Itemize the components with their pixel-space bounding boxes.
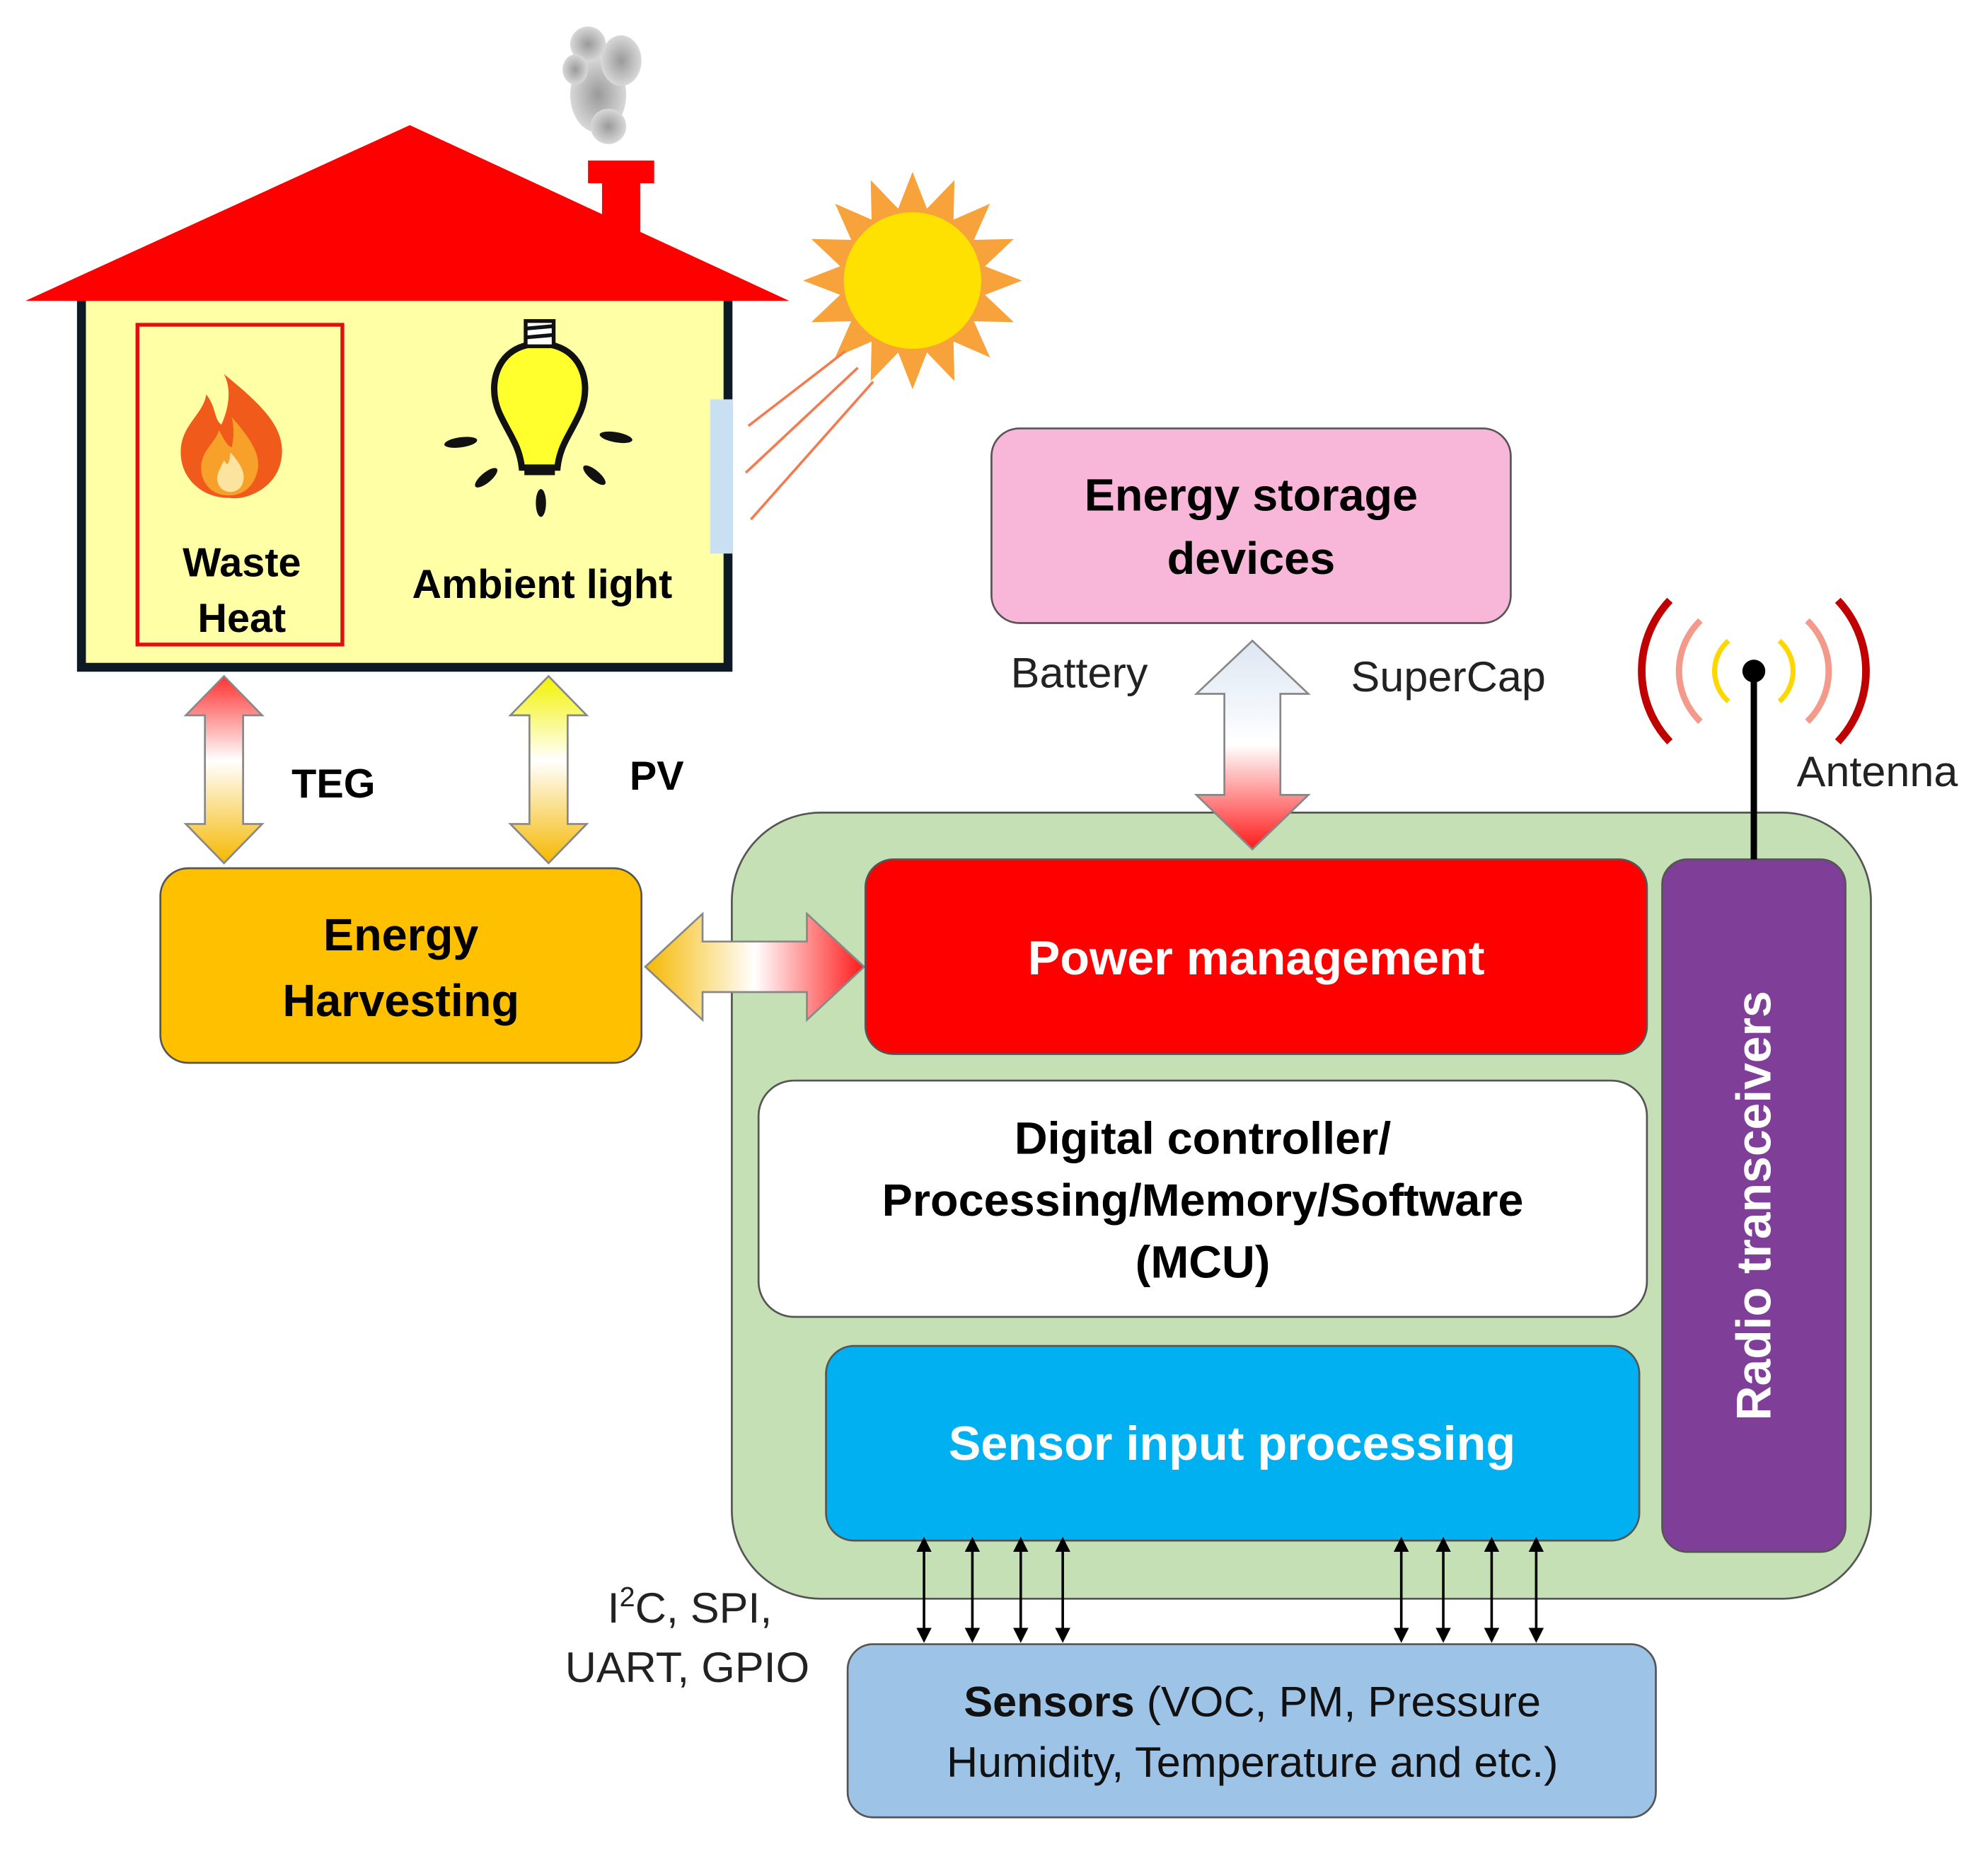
sun-icon: [744, 171, 1022, 521]
power-management-box: [864, 858, 1648, 1055]
radio-label: Radio transceivers: [1727, 991, 1781, 1420]
sensors-box: [846, 1643, 1657, 1819]
waste-heat-label-line1: Waste: [183, 541, 301, 586]
harvesting-power-arrow: [644, 911, 866, 1023]
energy-storage-line1: Energy storage: [1085, 470, 1418, 521]
pv-label: PV: [630, 754, 684, 799]
bus-arrows-right: [1393, 1536, 1544, 1643]
energy-harvesting-box: [159, 867, 643, 1064]
roof: [25, 125, 790, 301]
interfaces-line1: I2C, SPI,: [608, 1582, 773, 1632]
power-management-label: Power management: [1028, 931, 1485, 985]
house-wall: [76, 289, 733, 672]
storage-power-arrow: [1194, 639, 1311, 851]
pv-arrow: [508, 674, 589, 865]
energy-storage-line2: devices: [1167, 533, 1336, 584]
antenna-icon: [1638, 597, 1870, 860]
interfaces-rest: C, SPI,: [635, 1584, 773, 1632]
interfaces-sup: 2: [620, 1582, 635, 1613]
sensors-line1: Sensors (VOC, PM, Pressure: [964, 1678, 1541, 1726]
interfaces-i: I: [608, 1584, 620, 1632]
house: Waste Heat Ambient light: [25, 26, 790, 672]
smoke: [562, 26, 642, 144]
battery-label: Battery: [1011, 649, 1148, 697]
mcu-line3: (MCU): [1135, 1237, 1271, 1288]
waste-heat-frame: [135, 323, 345, 647]
window: [710, 399, 734, 554]
sensor-input-label: Sensor input processing: [949, 1417, 1515, 1470]
waste-heat-label-line2: Heat: [197, 596, 286, 641]
energy-harvesting-line1: Energy: [323, 909, 479, 960]
mcu-box: [757, 1079, 1648, 1318]
energy-storage-box: [990, 427, 1512, 624]
energy-harvesting-line2: Harvesting: [282, 975, 519, 1026]
mcu-line1: Digital controller/: [1015, 1113, 1392, 1164]
bus-arrows-left: [916, 1536, 1070, 1643]
light-bulb-icon: [444, 318, 632, 517]
supercap-label: SuperCap: [1351, 652, 1546, 701]
teg-arrow: [183, 674, 265, 865]
sensors-line1-rest: (VOC, PM, Pressure: [1135, 1678, 1541, 1726]
ambient-light-label: Ambient light: [412, 562, 672, 607]
interfaces-line2: UART, GPIO: [565, 1643, 810, 1691]
sensors-title: Sensors: [964, 1678, 1134, 1726]
sensor-input-box: [825, 1344, 1641, 1542]
sensors-line2: Humidity, Temperature and etc.): [947, 1738, 1559, 1786]
chimney-cap: [588, 160, 654, 183]
teg-label: TEG: [291, 761, 375, 807]
antenna-label: Antenna: [1797, 747, 1958, 795]
fire-icon: [180, 374, 282, 499]
mcu-line2: Processing/Memory/Software: [882, 1175, 1524, 1226]
